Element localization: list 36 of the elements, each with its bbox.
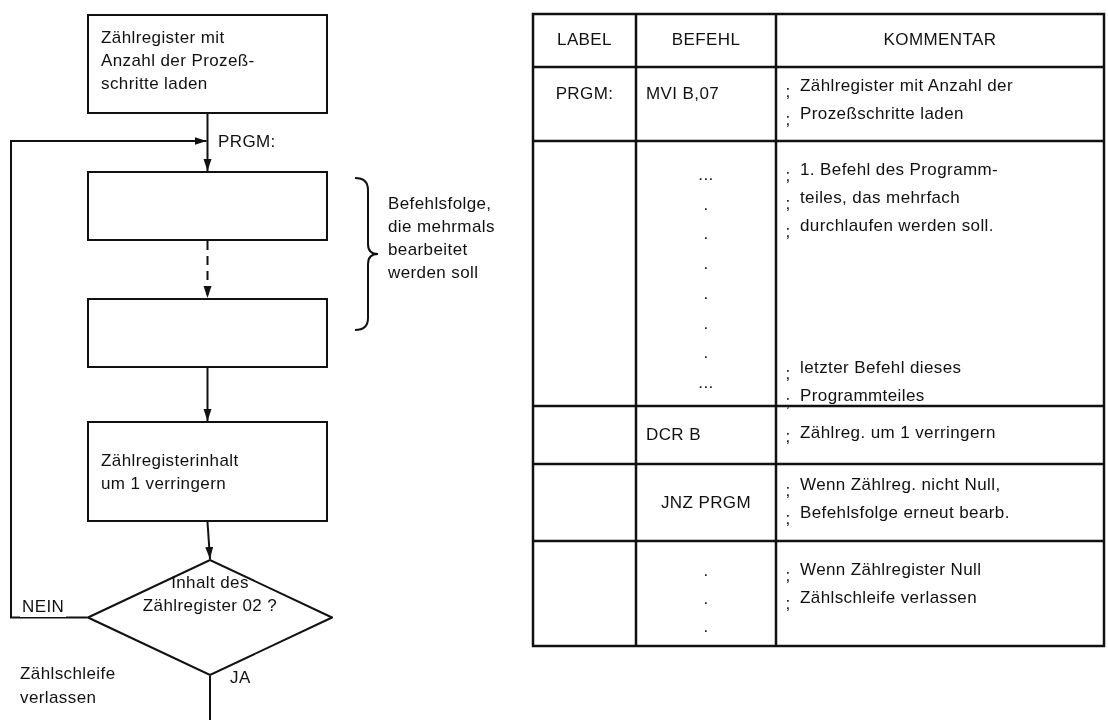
table-text: PRGM: (554, 83, 615, 105)
comment-marker: ; (784, 426, 792, 448)
table-text: MVI B,07 (646, 83, 721, 105)
table-text: JNZ PRGM (659, 492, 753, 514)
table-text: Zählreg. um 1 verringern (800, 422, 997, 444)
annotation-text: Befehlsfolge, die mehrmals bearbeitet werden soll (388, 193, 496, 284)
arrow (10, 137, 208, 619)
process-box (87, 14, 328, 114)
comment-marker: ; ; (784, 480, 792, 530)
empty-process-box (87, 298, 328, 368)
arrow (203, 240, 212, 299)
node-text: Zählregisterinhalt um 1 verringern (101, 450, 240, 495)
table-text: DCR B (646, 424, 702, 446)
arrow (205, 521, 214, 560)
annotation-text: Zählschleife verlassen (20, 663, 117, 709)
node-text: Inhalt des Zählregister 02 ? (141, 572, 279, 617)
edge-label: NEIN (20, 597, 67, 617)
connector-line (209, 675, 211, 720)
comment-marker: ; ; ; (784, 165, 792, 243)
column-header: KOMMENTAR (882, 29, 998, 51)
table-text: Zählregister mit Anzahl der Prozeßschritte laden (800, 75, 1014, 125)
arrow (203, 113, 212, 172)
table-text: Wenn Zählreg. nicht Null, Befehlsfolge erneut bearb. (800, 474, 1011, 524)
table-text: Wenn Zählregister Null Zählschleife verlassen (800, 559, 983, 609)
table-text: letzter Befehl dieses Programmteiles (800, 357, 963, 407)
column-header: BEFEHL (670, 29, 742, 51)
ellipsis-dots: . . . (702, 560, 710, 638)
empty-process-box (87, 171, 328, 241)
column-header: LABEL (556, 29, 613, 51)
process-box (87, 421, 328, 522)
comment-marker: ; ; (784, 81, 792, 131)
ellipsis-dots: ... . . . . . . ... (697, 164, 715, 394)
table-text: 1. Befehl des Programm- teiles, das mehrfach durchlaufen werden soll. (800, 159, 1000, 237)
node-text: Zählregister mit Anzahl der Prozeß- schritte laden (101, 27, 256, 95)
comment-marker: ; ; (784, 565, 792, 615)
arrow (203, 367, 212, 422)
